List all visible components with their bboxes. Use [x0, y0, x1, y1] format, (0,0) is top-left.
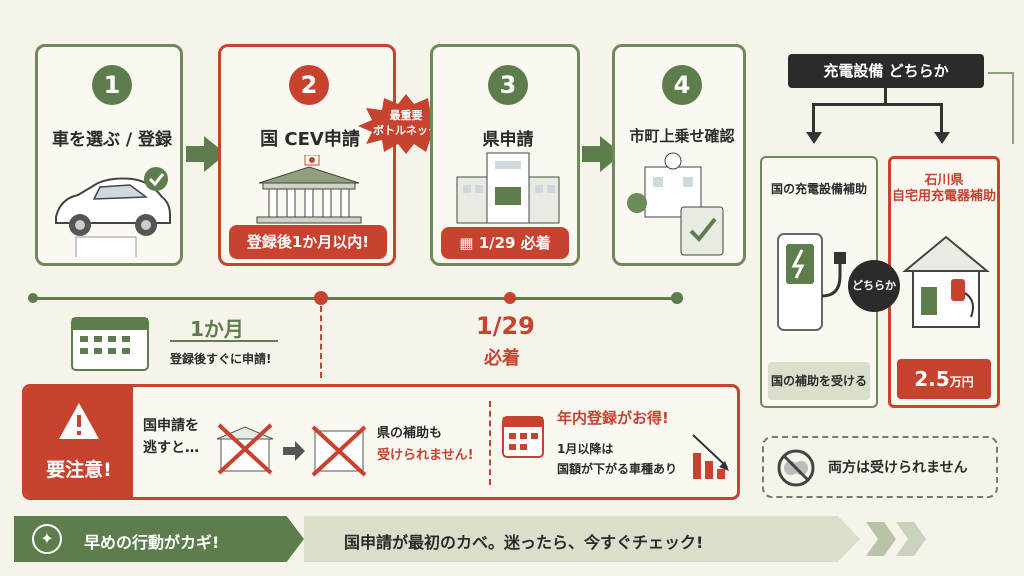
national-note: 国の補助を受ける — [768, 362, 870, 400]
footer-right-text: 国申請が最初のカベ。迷ったら、今すぐチェック! — [344, 533, 704, 552]
timeline-dot — [504, 292, 516, 304]
branch-arrow — [934, 132, 950, 144]
blocked-buildings-icon — [211, 417, 371, 477]
step-number: 4 — [662, 65, 702, 105]
connector-line — [988, 72, 1014, 144]
branch-line — [812, 103, 942, 106]
timeline-left-sub: 登録後すぐに申請! — [170, 352, 272, 366]
government-building-icon — [249, 155, 369, 225]
step-4-card: 4 市町上乗せ確認 — [612, 44, 746, 266]
divider — [489, 401, 491, 485]
step-title: 国 CEV申請 — [260, 129, 360, 150]
car-icon — [46, 157, 176, 257]
ishikawa-title-1: 石川県 — [924, 173, 964, 188]
branch-line — [940, 103, 943, 133]
step-1-card: 1 車を選ぶ / 登録 — [35, 44, 183, 266]
branch-line — [812, 103, 815, 133]
step-number: 3 — [488, 65, 528, 105]
warning-icon — [57, 401, 101, 441]
timeline-dot — [671, 292, 683, 304]
charger-title: 充電設備 どちらか — [788, 54, 984, 88]
ishikawa-charger-card: 石川県 自宅用充電器補助 2.5万円 — [888, 156, 1000, 408]
step-3-card: 3 県申請 ▦ 1/29 必着 — [430, 44, 580, 266]
deadline-text: 1/29 必着 — [478, 234, 551, 252]
house-charger-icon — [901, 231, 991, 331]
calendar-icon: ▦ — [459, 234, 479, 252]
step-title: 車を選ぶ / 登録 — [51, 130, 173, 150]
prohibited-icon — [776, 448, 816, 488]
national-charger-title: 国の充電設備補助 — [770, 182, 867, 196]
footer-right-banner: 国申請が最初のカベ。迷ったら、今すぐチェック! — [304, 516, 860, 562]
step-title: 県申請 — [482, 130, 534, 150]
warning-panel: 要注意! 国申請を 逃すと… 県の補助も 受けられません! 年内登録がお得! 1… — [22, 384, 740, 500]
miss-text-1: 国申請を — [143, 418, 199, 434]
national-charger-card: 国の充電設備補助 国の補助を受ける — [760, 156, 878, 408]
city-hall-checklist-icon — [625, 147, 737, 259]
prefecture-building-icon — [451, 147, 563, 225]
both-note: 両方は受けられません — [828, 460, 968, 476]
consequence-1: 県の補助も — [377, 426, 443, 441]
declining-bars-icon — [689, 431, 733, 481]
charging-station-icon — [774, 226, 864, 336]
bottleneck-line2: ボトルネック — [373, 124, 439, 137]
deadline-badge: 登録後1か月以内! — [229, 225, 387, 259]
year-text-1: 1月以降は — [557, 442, 614, 456]
warning-label: 要注意! — [46, 459, 112, 481]
timeline-line — [32, 297, 680, 300]
calendar-icon — [70, 312, 150, 372]
timeline-arrow — [170, 340, 278, 342]
flow-arrow — [582, 146, 602, 162]
timeline-dot — [28, 293, 38, 303]
branch-arrow — [806, 132, 822, 144]
consequence-2: 受けられません! — [377, 448, 474, 463]
step-number: 1 — [92, 65, 132, 105]
timeline-left-label: 1か月 — [190, 317, 244, 341]
ishikawa-amount: 2.5 — [914, 367, 950, 391]
deadline-marker — [320, 306, 322, 378]
either-badge: どちらか — [848, 260, 900, 312]
year-text-2: 国額が下がる車種あり — [557, 462, 678, 476]
flow-arrow — [186, 146, 206, 162]
calendar-icon — [501, 409, 545, 461]
chevron-icon — [866, 522, 896, 556]
step-2-card: 2 国 CEV申請 登録後1か月以内! — [218, 44, 396, 266]
ishikawa-title-2: 自宅用充電器補助 — [891, 189, 996, 204]
step-title: 市町上乗せ確認 — [629, 127, 735, 145]
timeline-right-label: 1/29 — [476, 312, 535, 340]
timeline-dot — [314, 291, 328, 305]
branch-line — [884, 88, 887, 104]
footer-left-banner: ✦ 早めの行動がカギ! — [14, 516, 304, 562]
deadline-badge: ▦ 1/29 必着 — [441, 227, 569, 259]
footer-left-text: 早めの行動がカギ! — [84, 533, 220, 552]
bottleneck-line1: 最重要 — [389, 109, 423, 122]
both-not-allowed-box: 両方は受けられません — [762, 436, 998, 498]
year-title: 年内登録がお得! — [557, 409, 669, 427]
miss-text-2: 逃すと… — [143, 440, 199, 456]
lightbulb-icon: ✦ — [32, 524, 62, 554]
ishikawa-unit: 万円 — [949, 375, 974, 389]
warning-label-block: 要注意! — [25, 387, 133, 497]
timeline-right-sub: 必着 — [484, 348, 520, 369]
ishikawa-amount-badge: 2.5万円 — [897, 359, 991, 399]
chevron-icon — [896, 522, 926, 556]
step-number: 2 — [289, 65, 329, 105]
